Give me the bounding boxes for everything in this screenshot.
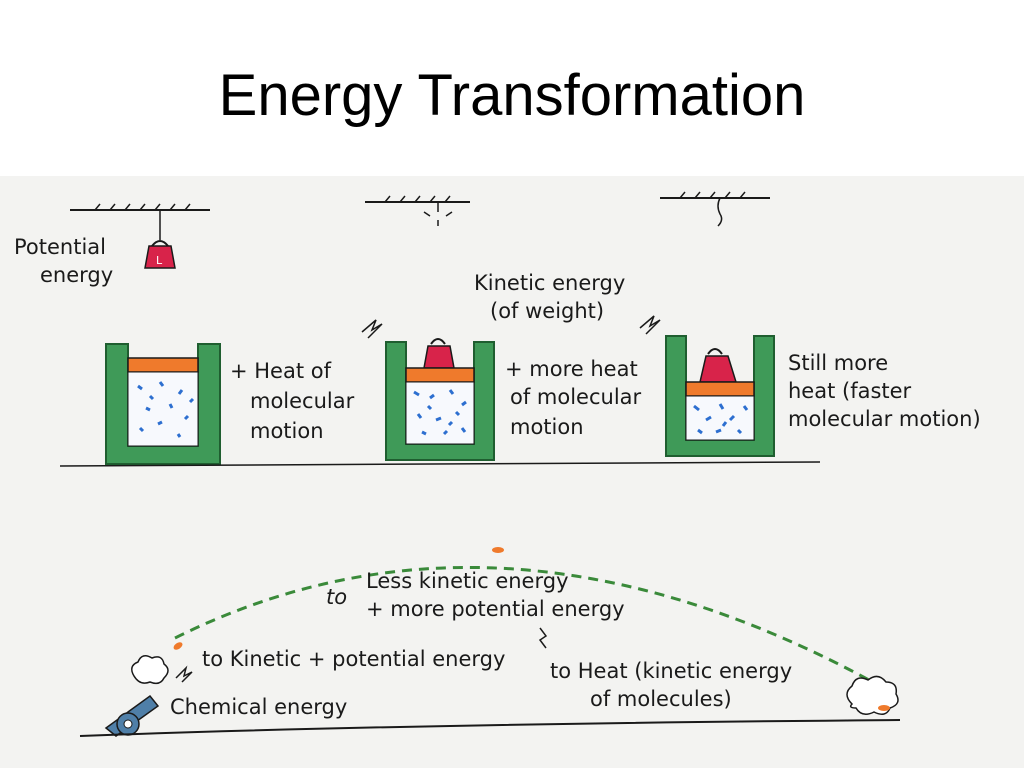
container-2 [385, 338, 495, 461]
panel2-label-line2: (of weight) [490, 299, 604, 323]
panel1-heat-line3: motion [250, 419, 324, 443]
squiggly-arrow-icon [361, 319, 383, 339]
panel3-heat-line1: Still more [788, 351, 888, 375]
ceiling-hatch-2 [384, 195, 451, 203]
cannon-icon [104, 694, 160, 737]
panel3-heat-line3: molecular motion) [788, 407, 981, 431]
molecules-2 [413, 389, 467, 436]
container-1 [105, 343, 221, 465]
snapped-rope-2 [423, 202, 453, 226]
kettlebell-weight-icon: L [144, 240, 176, 269]
lid-2 [405, 367, 475, 383]
to-heat-label-line2: of molecules) [590, 687, 732, 711]
to-label-upper: to [326, 585, 347, 609]
slide-title: Energy Transformation [218, 63, 806, 128]
ceiling-hatch-3 [679, 191, 746, 199]
panel3-heat-line2: heat (faster [788, 379, 912, 403]
more-potential-label: + more potential energy [366, 597, 625, 621]
lid-3 [685, 381, 755, 397]
impact-cloud-icon [846, 675, 899, 715]
squiggly-arrow-icon [538, 627, 548, 649]
panel-still-more-heat: Still more heat (faster molecular motion… [639, 191, 981, 457]
cannon-trajectory-section: to Less kinetic energy + more potential … [79, 547, 901, 737]
panel2-label-line1: Kinetic energy [474, 271, 625, 295]
molecules-3 [693, 403, 749, 435]
panel2-heat-line2: of molecular [510, 385, 642, 409]
panel-potential-energy: L Potential energy + Heat of molecular m… [14, 203, 355, 465]
projectile-landed [878, 705, 890, 711]
projectile-start [173, 642, 183, 650]
ground-line-trajectory [79, 719, 901, 737]
projectile-peak [492, 547, 504, 553]
panel1-label-line2: energy [40, 263, 113, 287]
panel1-heat-line2: molecular [250, 389, 355, 413]
molecules-1 [137, 381, 195, 438]
chamber-1 [127, 371, 199, 447]
chamber-2 [405, 381, 475, 445]
to-heat-label-line1: to Heat (kinetic energy [550, 659, 792, 683]
panel1-heat-line1: + Heat of [230, 359, 332, 383]
chamber-3 [685, 395, 755, 441]
diagram-background [0, 176, 1024, 768]
to-kinetic-label: to Kinetic + potential energy [202, 647, 505, 671]
panel-kinetic-energy: Kinetic energy (of weight) + more heat o… [361, 195, 642, 461]
panel2-heat-line1: + more heat [505, 357, 638, 381]
lid-1 [127, 357, 199, 373]
panel2-heat-line3: motion [510, 415, 584, 439]
ceiling-hatch-1 [94, 203, 191, 211]
panel1-label-line1: Potential [14, 235, 106, 259]
trajectory-path [174, 565, 881, 688]
smoke-cloud [131, 655, 169, 685]
squiggly-arrow-icon [639, 315, 661, 335]
less-kinetic-label: Less kinetic energy [366, 569, 569, 593]
svg-text:L: L [156, 254, 163, 267]
container-3 [665, 335, 775, 457]
energy-transformation-diagram: L Potential energy + Heat of molecular m… [0, 176, 1024, 768]
squiggly-arrow-icon [175, 665, 193, 683]
rope-end-3 [717, 197, 723, 227]
chemical-energy-label: Chemical energy [170, 695, 347, 719]
ground-line-panels [59, 461, 821, 467]
